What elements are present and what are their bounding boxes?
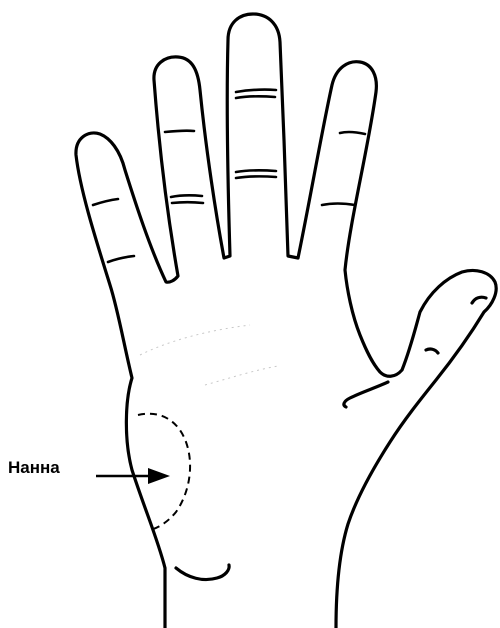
ring-crease-1: [165, 131, 194, 132]
thumb-web-fold: [344, 382, 388, 407]
palm-texture-line-2: [205, 366, 278, 385]
index-crease-2: [322, 204, 355, 206]
ring-crease-3: [172, 202, 203, 203]
pinky-crease-2: [108, 256, 134, 262]
region-label: Нанна: [8, 458, 60, 478]
pointer-arrow-head: [148, 468, 170, 484]
thumb-nail-line: [472, 297, 486, 303]
middle-crease-3: [236, 170, 276, 172]
thumb-knuckle-crease: [426, 349, 438, 353]
pinky-crease-1: [93, 199, 118, 205]
palm-texture-line-1: [140, 325, 250, 355]
index-crease-1: [340, 132, 365, 134]
hand-outline: [76, 14, 496, 628]
middle-crease-1: [236, 90, 276, 92]
middle-crease-4: [236, 176, 276, 178]
middle-crease-2: [236, 96, 275, 98]
ring-crease-2: [171, 195, 202, 197]
wrist-crease: [176, 565, 229, 580]
